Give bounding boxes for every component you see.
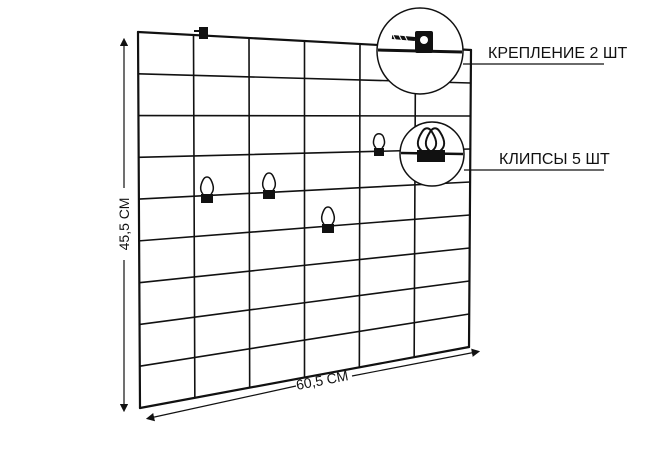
clip-zoom-circle <box>400 122 464 186</box>
mount-zoom-circle <box>377 8 463 94</box>
wall-mount-small <box>194 27 208 39</box>
mount-callout-label: КРЕПЛЕНИЕ 2 ШТ <box>488 45 628 62</box>
vertical-wire <box>194 35 195 398</box>
binder-clip <box>263 173 276 199</box>
binder-clip <box>322 207 335 233</box>
binder-clip <box>373 134 384 156</box>
height-dimension-label: 45,5 СМ <box>116 198 132 251</box>
width-dimension: 60,5 СМ <box>150 352 476 418</box>
width-dimension-label: 60,5 СМ <box>295 367 350 393</box>
binder-clip <box>201 177 214 203</box>
frame-side-wire <box>469 50 471 347</box>
vertical-wire <box>359 44 360 367</box>
clips-callout-label: КЛИПСЫ 5 ШТ <box>499 151 610 168</box>
vertical-wire <box>249 38 250 388</box>
height-dimension: 45,5 СМ <box>116 42 132 408</box>
frame-side-wire <box>138 32 140 408</box>
